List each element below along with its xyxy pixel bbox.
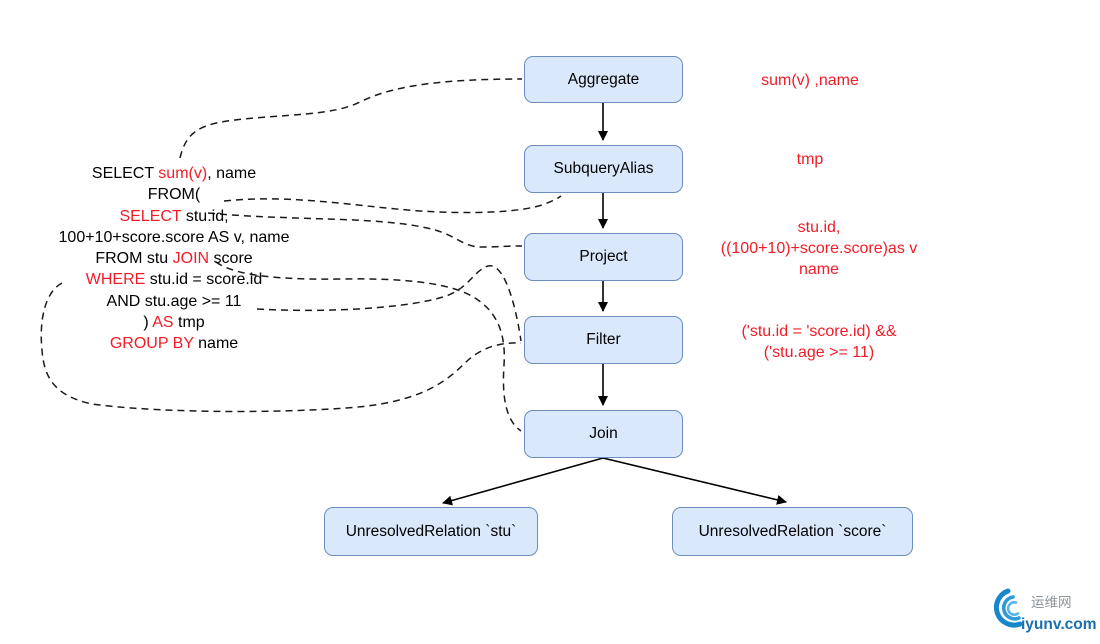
annotation-aggregate: sum(v) ,name bbox=[761, 72, 859, 89]
sql-line: GROUP BY name bbox=[109, 335, 239, 353]
sql-line: SELECT stu.id, bbox=[119, 207, 229, 225]
link-from-to-subqueryalias bbox=[223, 195, 562, 214]
node-unresolved-relation-score: UnresolvedRelation `score` bbox=[672, 507, 913, 556]
annotation-subquery-alias: tmp bbox=[796, 151, 824, 168]
node-project: Project bbox=[524, 233, 683, 281]
sql-line: WHERE stu.id = score.id bbox=[85, 271, 263, 289]
link-join-to-join bbox=[215, 261, 522, 432]
sql-line: SELECT sum(v), name bbox=[91, 165, 257, 182]
node-filter: Filter bbox=[524, 316, 683, 364]
sql-line: AND stu.age >= 11 bbox=[106, 292, 242, 310]
watermark-domain[interactable]: iyunv.com bbox=[1021, 616, 1096, 633]
node-join: Join bbox=[524, 410, 683, 458]
iyunv-watermark[interactable]: 运维网 iyunv.com bbox=[986, 584, 1096, 640]
node-unresolved-relation-stu: UnresolvedRelation `stu` bbox=[324, 507, 538, 556]
link-sumv-to-aggregate bbox=[179, 78, 523, 159]
sql-line: FROM stu JOIN score bbox=[95, 250, 253, 268]
annotation-filter: ('stu.id = 'score.id) && ('stu.age >= 11… bbox=[741, 323, 897, 361]
sql-line: 100+10+score.score AS v, name bbox=[58, 228, 290, 246]
link-select-to-project bbox=[207, 212, 523, 248]
edge-join-score bbox=[602, 457, 787, 505]
watermark-site-name: 运维网 bbox=[1031, 595, 1072, 610]
edge-join-stu bbox=[442, 457, 604, 506]
node-subquery-alias: SubqueryAlias bbox=[524, 145, 683, 193]
iyunv-swirl-icon bbox=[993, 588, 1023, 628]
sql-line: FROM( bbox=[147, 186, 201, 204]
sql-line: ) AS tmp bbox=[143, 314, 205, 332]
annotation-project: stu.id, ((100+10)+score.score)as v name bbox=[720, 219, 918, 278]
link-and-to-filter bbox=[256, 265, 522, 342]
node-aggregate: Aggregate bbox=[524, 56, 683, 103]
link-where-to-filter bbox=[40, 282, 522, 413]
